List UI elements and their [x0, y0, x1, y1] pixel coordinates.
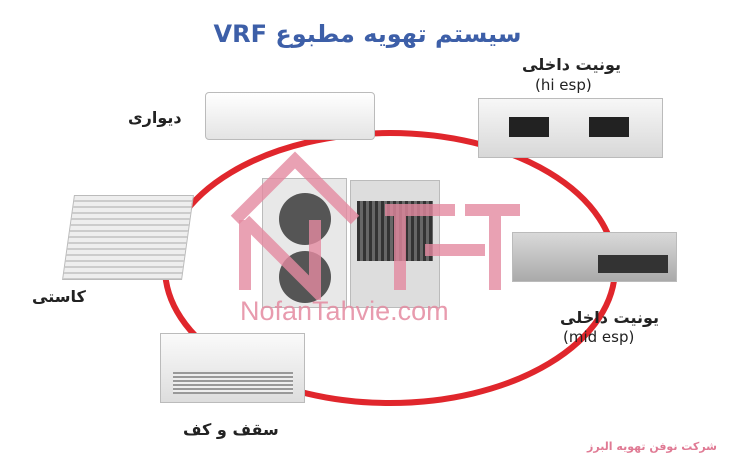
logo-watermark [230, 151, 520, 300]
wall-unit-image [205, 92, 375, 140]
mid-esp-label: یونیت داخلی [560, 308, 660, 327]
watermark-text: NofanTahvie.com [240, 296, 449, 326]
floor-ceiling-label: سقف و کف [183, 420, 279, 439]
floor-ceiling-unit-image [160, 333, 305, 403]
cassette-unit-image [62, 195, 194, 280]
mid-esp-duct-image [512, 232, 677, 282]
page-title: سیستم تهویه مطبوع VRF [213, 20, 522, 48]
hi-esp-sub: (hi esp) [535, 76, 592, 94]
cassette-label: کاستی [32, 287, 86, 306]
wall-unit-label: دیواری [128, 108, 182, 127]
mid-esp-sub: (mid esp) [563, 328, 635, 346]
footer-company: شرکت نوفن تهویه البرز [587, 440, 717, 453]
hi-esp-duct-image [478, 98, 663, 158]
hi-esp-label: یونیت داخلی [522, 55, 622, 74]
